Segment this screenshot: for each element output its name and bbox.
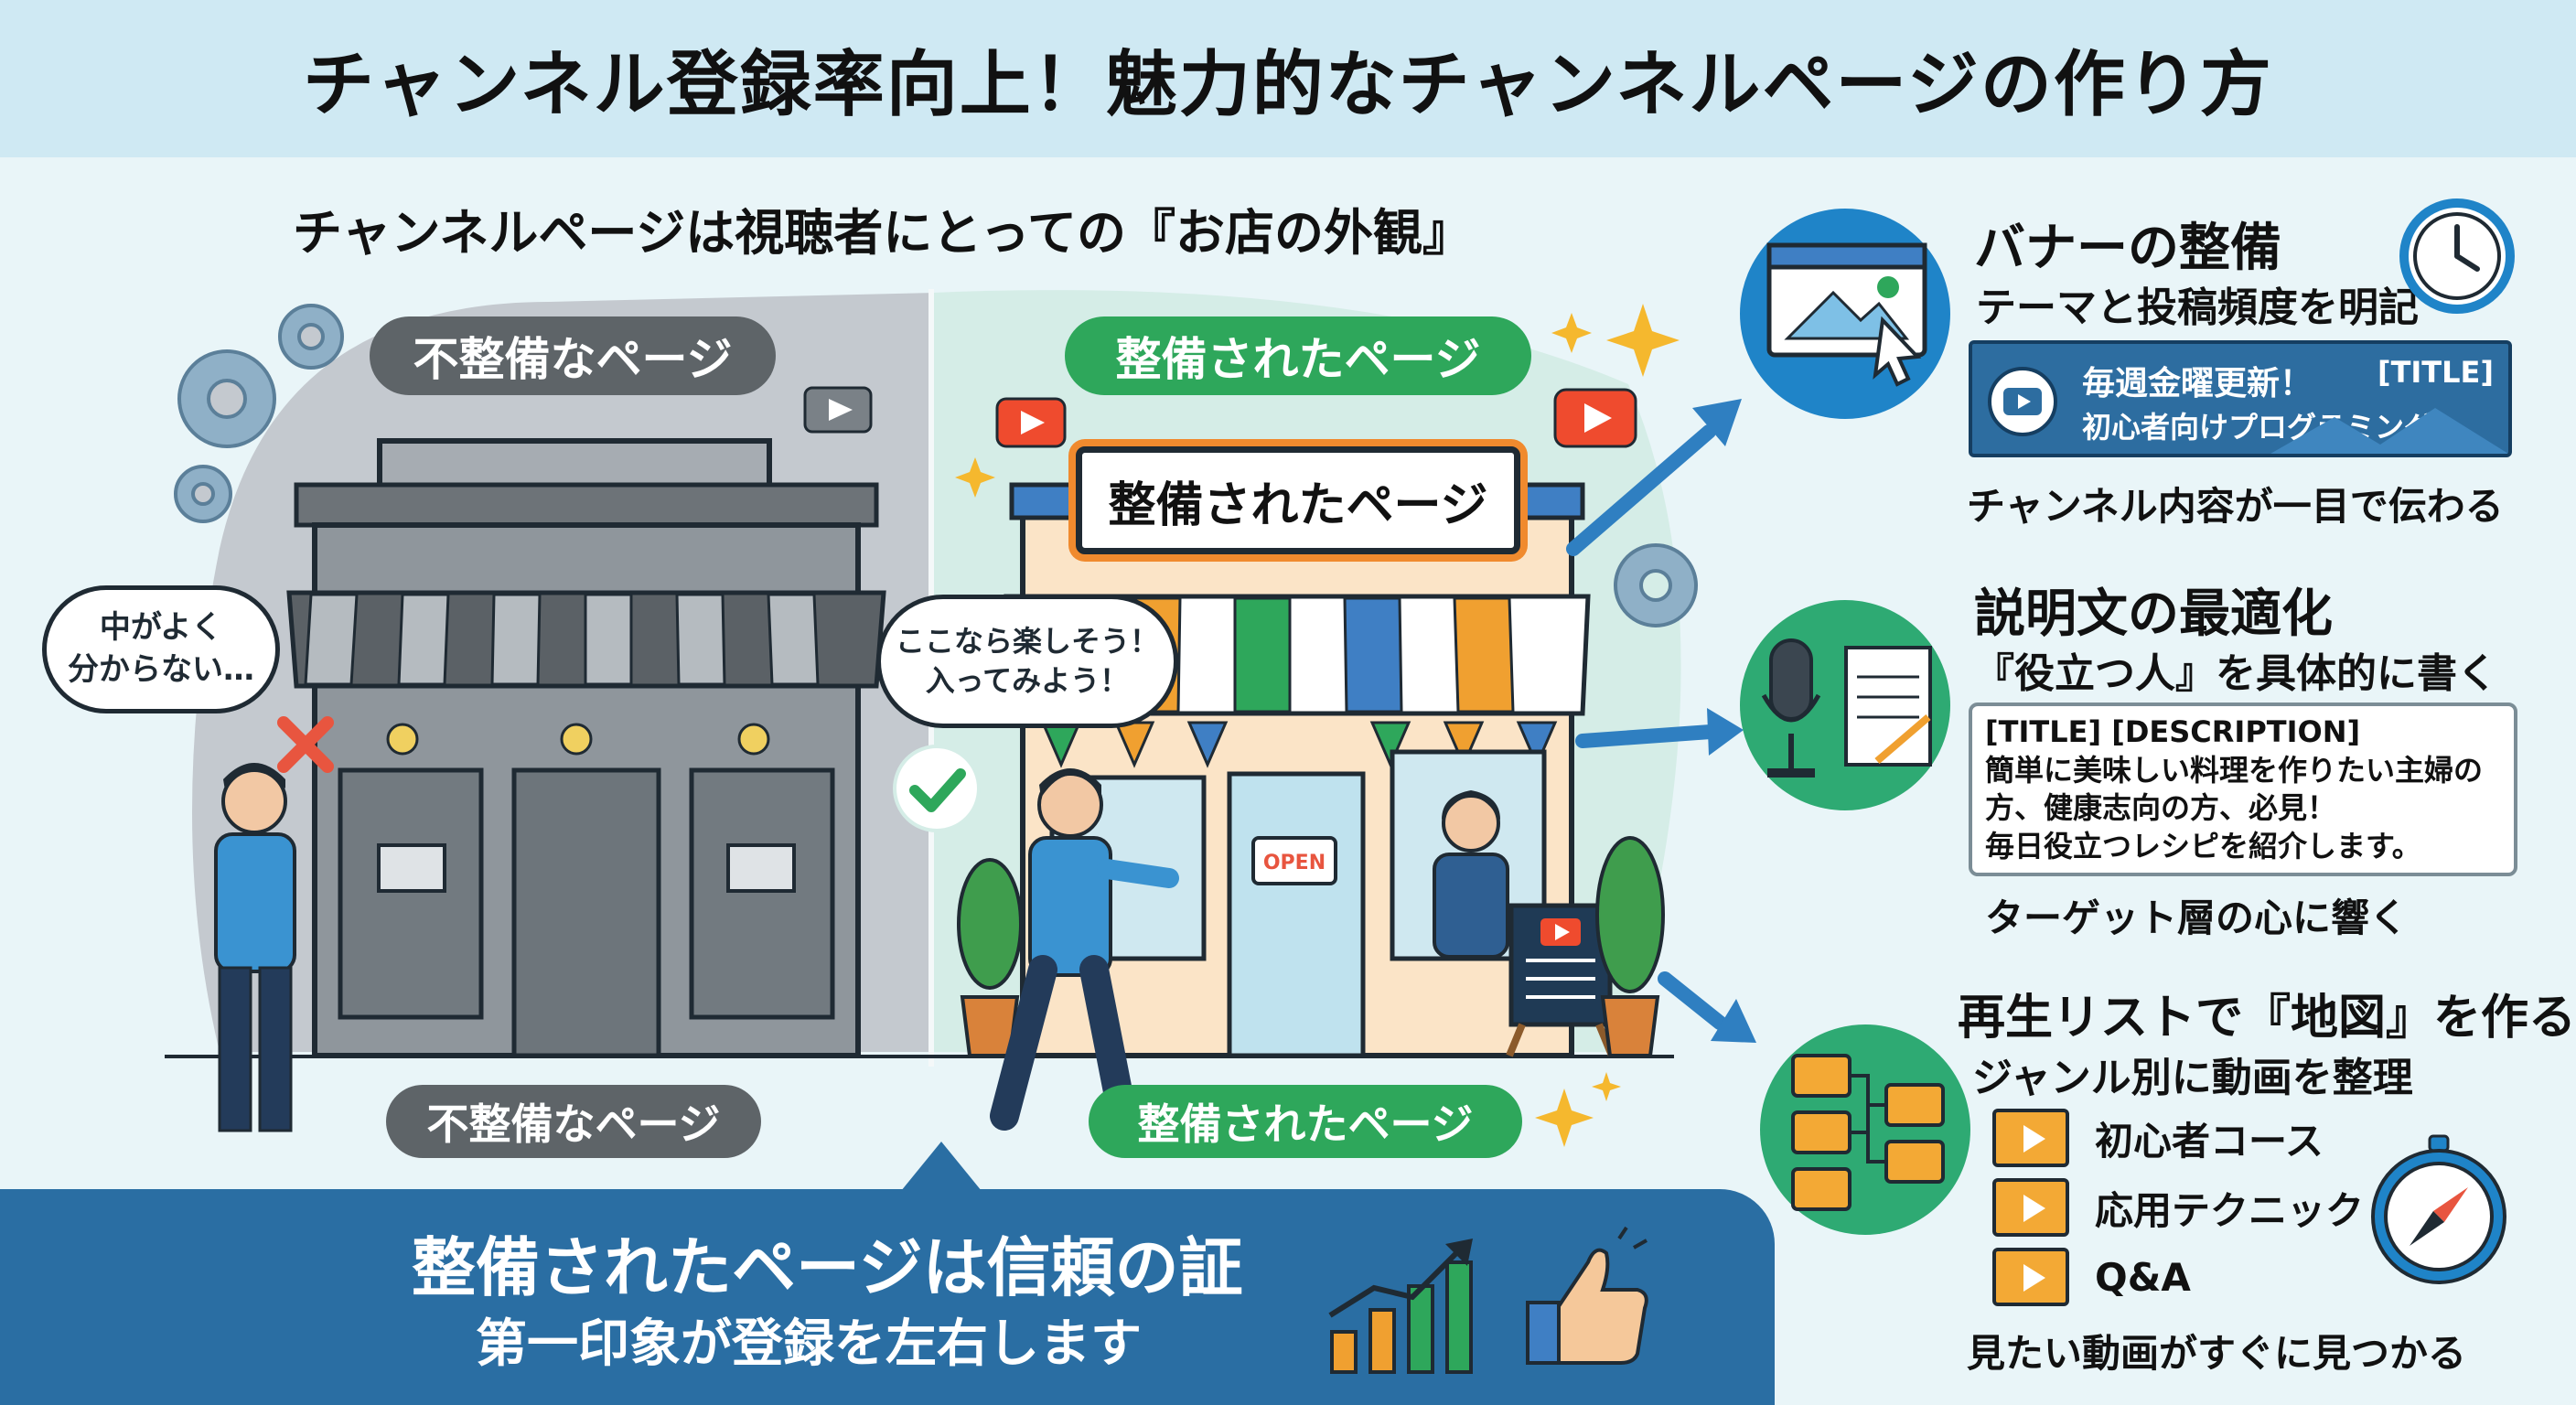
organized-store-sign: 整備されたページ <box>1076 446 1520 554</box>
store-sign-text: 整備されたページ <box>1108 477 1488 533</box>
banner-example-card: 毎週金曜更新！ 初心者向けプログラミング [TITLE] <box>1969 340 2512 457</box>
arrow-to-playlist-section <box>1658 971 1756 1043</box>
potted-plant-left <box>957 858 1023 1057</box>
sparkle-icon <box>1592 1072 1621 1101</box>
description-card-line-3: 方、健康志向の方、必見！ <box>1985 790 2337 826</box>
check-mark-icon <box>893 745 981 832</box>
unorganized-page-label-top: 不整備なページ <box>370 316 776 395</box>
playlist-item: 初心者コース <box>1992 1109 2324 1167</box>
growth-chart-icon <box>1328 1239 1473 1374</box>
trust-summary-box: 整備されたページは信頼の証 第一印象が登録を左右します <box>0 1189 1775 1405</box>
description-card-line-2: 簡単に美味しい料理を作りたい主婦の <box>1985 752 2484 788</box>
gear-icon <box>1614 543 1698 627</box>
open-sign-text: OPEN <box>1263 852 1326 874</box>
shabby-door <box>511 767 661 1058</box>
bottom-box-notch <box>901 1142 982 1191</box>
playlist-section-subtitle: ジャンル別に動画を整理 <box>1972 1055 2413 1101</box>
banner-card-tag: [TITLE] <box>2377 355 2494 390</box>
happy-speech-line-2: 入ってみよう！ <box>925 663 1130 698</box>
confused-speech-line-2: 分からない… <box>68 651 254 688</box>
compass-icon <box>2371 1134 2506 1284</box>
playlist-item-label: Q&A <box>2095 1254 2191 1300</box>
sparkle-icon <box>1551 313 1592 353</box>
description-card-line-1: [TITLE] [DESCRIPTION] <box>1985 714 2361 749</box>
potted-plant-right <box>1595 836 1665 1057</box>
subheading: チャンネルページは視聴者にとっての『お店の外観』 <box>293 204 1472 262</box>
confused-speech-bubble: 中がよく 分からない… <box>42 585 280 713</box>
youtube-play-icon <box>1988 367 2057 436</box>
banner-section-title: バナーの整備 <box>1974 219 2281 278</box>
description-section-title: 説明文の最適化 <box>1974 585 2333 644</box>
trust-summary-line-2: 第一印象が登録を左右します <box>476 1314 1142 1374</box>
arrow-to-description-section <box>1575 708 1744 756</box>
sparkle-icon <box>955 457 995 498</box>
gear-icon <box>278 304 344 370</box>
youtube-play-icon <box>803 386 873 434</box>
description-example-card: [TITLE] [DESCRIPTION] 簡単に美味しい料理を作りたい主婦の … <box>1969 702 2517 876</box>
happy-man-figure <box>990 768 1179 1134</box>
playlist-section-title: 再生リストで『地図』を作る <box>1958 991 2576 1046</box>
playlist-folder-icon <box>1992 1109 2069 1167</box>
open-sign: OPEN <box>1251 836 1337 885</box>
playlist-section-footer: 見たい動画がすぐに見つかる <box>1967 1331 2467 1376</box>
cross-mark-icon <box>277 716 334 773</box>
description-card-line-4: 毎日役立つレシピを紹介します。 <box>1985 828 2421 863</box>
sparkle-icon <box>1606 304 1680 377</box>
banner-card-line-2: 初心者向けプログラミング <box>2082 410 2434 445</box>
playlist-item-label: 初心者コース <box>2095 1118 2324 1164</box>
bunting-flags <box>1040 721 1558 768</box>
organized-page-label-bottom: 整備されたページ <box>1089 1085 1522 1158</box>
menu-board <box>1506 903 1615 1057</box>
arrow-to-banner-section <box>1566 399 1742 556</box>
shop-clerk-figure <box>1433 790 1509 959</box>
thumbs-up-icon <box>1526 1226 1648 1365</box>
youtube-play-icon <box>995 397 1067 448</box>
banner-section-footer: チャンネル内容が一目で伝わる <box>1967 484 2504 529</box>
trust-summary-line-1: 整備されたページは信頼の証 <box>412 1230 1243 1305</box>
happy-speech-bubble: ここなら楽しそう！ 入ってみよう！ <box>876 595 1178 728</box>
title-bar: チャンネル登録率向上！魅力的なチャンネルページの作り方 <box>0 0 2576 157</box>
banner-card-mountains <box>2270 408 2508 454</box>
folder-tree-icon <box>1791 1054 1945 1211</box>
banner-card-line-1: 毎週金曜更新！ <box>2082 365 2313 402</box>
store-scene-illustration: OPEN <box>165 289 1756 1147</box>
playlist-item: Q&A <box>1992 1248 2191 1306</box>
confused-speech-line-1: 中がよく <box>99 609 223 647</box>
playlist-folder-icon <box>1992 1178 2069 1237</box>
page-title: チャンネル登録率向上！魅力的なチャンネルページの作り方 <box>303 44 2273 126</box>
gear-icon <box>174 465 232 523</box>
microphone-notepad-icon <box>1761 638 1932 778</box>
happy-speech-line-1: ここなら楽しそう！ <box>895 623 1159 659</box>
sparkle-icon <box>1535 1089 1594 1147</box>
confused-man-figure <box>214 763 296 1132</box>
clock-icon <box>2399 198 2515 314</box>
playlist-item: 応用テクニック <box>1992 1178 2364 1237</box>
youtube-play-icon <box>1553 388 1637 448</box>
description-section-subtitle: 『役立つ人』を具体的に書く <box>1974 650 2497 697</box>
unorganized-page-label-bottom: 不整備なページ <box>386 1085 761 1158</box>
organized-page-label-top: 整備されたページ <box>1065 316 1531 395</box>
gear-icon <box>177 349 276 448</box>
playlist-item-label: 応用テクニック <box>2095 1187 2365 1233</box>
browser-cursor-icon <box>1766 242 1927 387</box>
description-section-footer: ターゲット層の心に響く <box>1985 896 2409 940</box>
playlist-folder-icon <box>1992 1248 2069 1306</box>
store-door <box>1227 771 1366 1058</box>
banner-section-subtitle: テーマと投稿頻度を明記 <box>1976 284 2419 331</box>
